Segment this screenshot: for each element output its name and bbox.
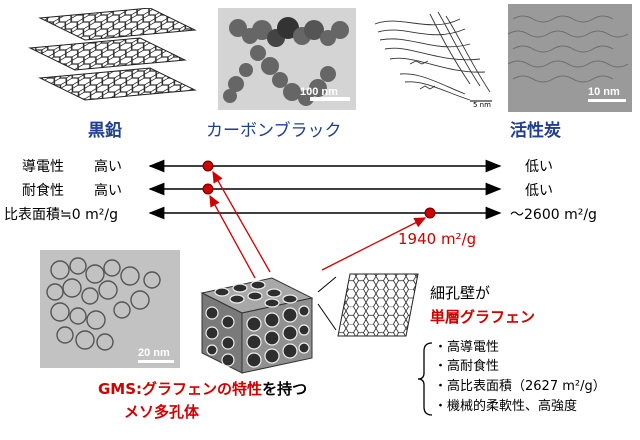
pore-wall-caption: 細孔壁が	[430, 284, 491, 302]
gms-tem-image: 20 nm	[40, 250, 180, 368]
single-layer-graphene-caption: 単層グラフェン	[430, 308, 536, 326]
activated-carbon-title: 活性炭	[510, 121, 561, 141]
scale-label: 5 nm	[473, 101, 491, 109]
scale-label: 100 nm	[300, 86, 338, 98]
row-left-corrosion: 高い	[94, 183, 122, 199]
scale-label: 20 nm	[138, 347, 170, 359]
property-item: ・高導電性	[434, 340, 500, 355]
carbon-black-title: カーボンブラック	[206, 121, 342, 141]
row-left-conductivity: 高い	[94, 159, 122, 175]
property-item: ・機械的柔軟性、高強度	[434, 399, 578, 414]
graphite-illustration	[20, 8, 200, 113]
carbon-black-tem-image: 100 nm	[218, 8, 356, 110]
property-item: ・高耐食性	[434, 359, 500, 374]
activated-carbon-tem-image: 10 nm	[508, 4, 632, 112]
scale-label: 10 nm	[588, 86, 620, 98]
row-label-corrosion: 耐食性	[22, 183, 64, 199]
gms-surface-area-value: 1940 m²/g	[398, 230, 477, 248]
property-item: ・高比表面積（2627 m²/g）	[434, 379, 606, 394]
activated-carbon-sketch: 5 nm	[370, 4, 505, 112]
graphite-title: 黒鉛	[88, 121, 122, 141]
gms-caption: GMS:グラフェンの特性を持つ	[98, 378, 307, 399]
gms-having: を持つ	[262, 380, 308, 398]
row-right-conductivity: 低い	[525, 159, 553, 175]
gms-mesoporous-body: メソ多孔体	[124, 403, 200, 421]
row-label-surface-area: 比表面積≒0 m²/g	[4, 207, 118, 223]
gms-porous-cube-illustration	[192, 268, 320, 378]
graphene-lattice-inset	[336, 272, 420, 338]
row-right-surface-area: ～2600 m²/g	[510, 207, 597, 223]
row-label-conductivity: 導電性	[22, 159, 64, 175]
gms-prefix: GMS:	[98, 380, 143, 398]
gms-graphene-properties: グラフェンの特性	[142, 380, 263, 398]
row-right-corrosion: 低い	[525, 183, 553, 199]
